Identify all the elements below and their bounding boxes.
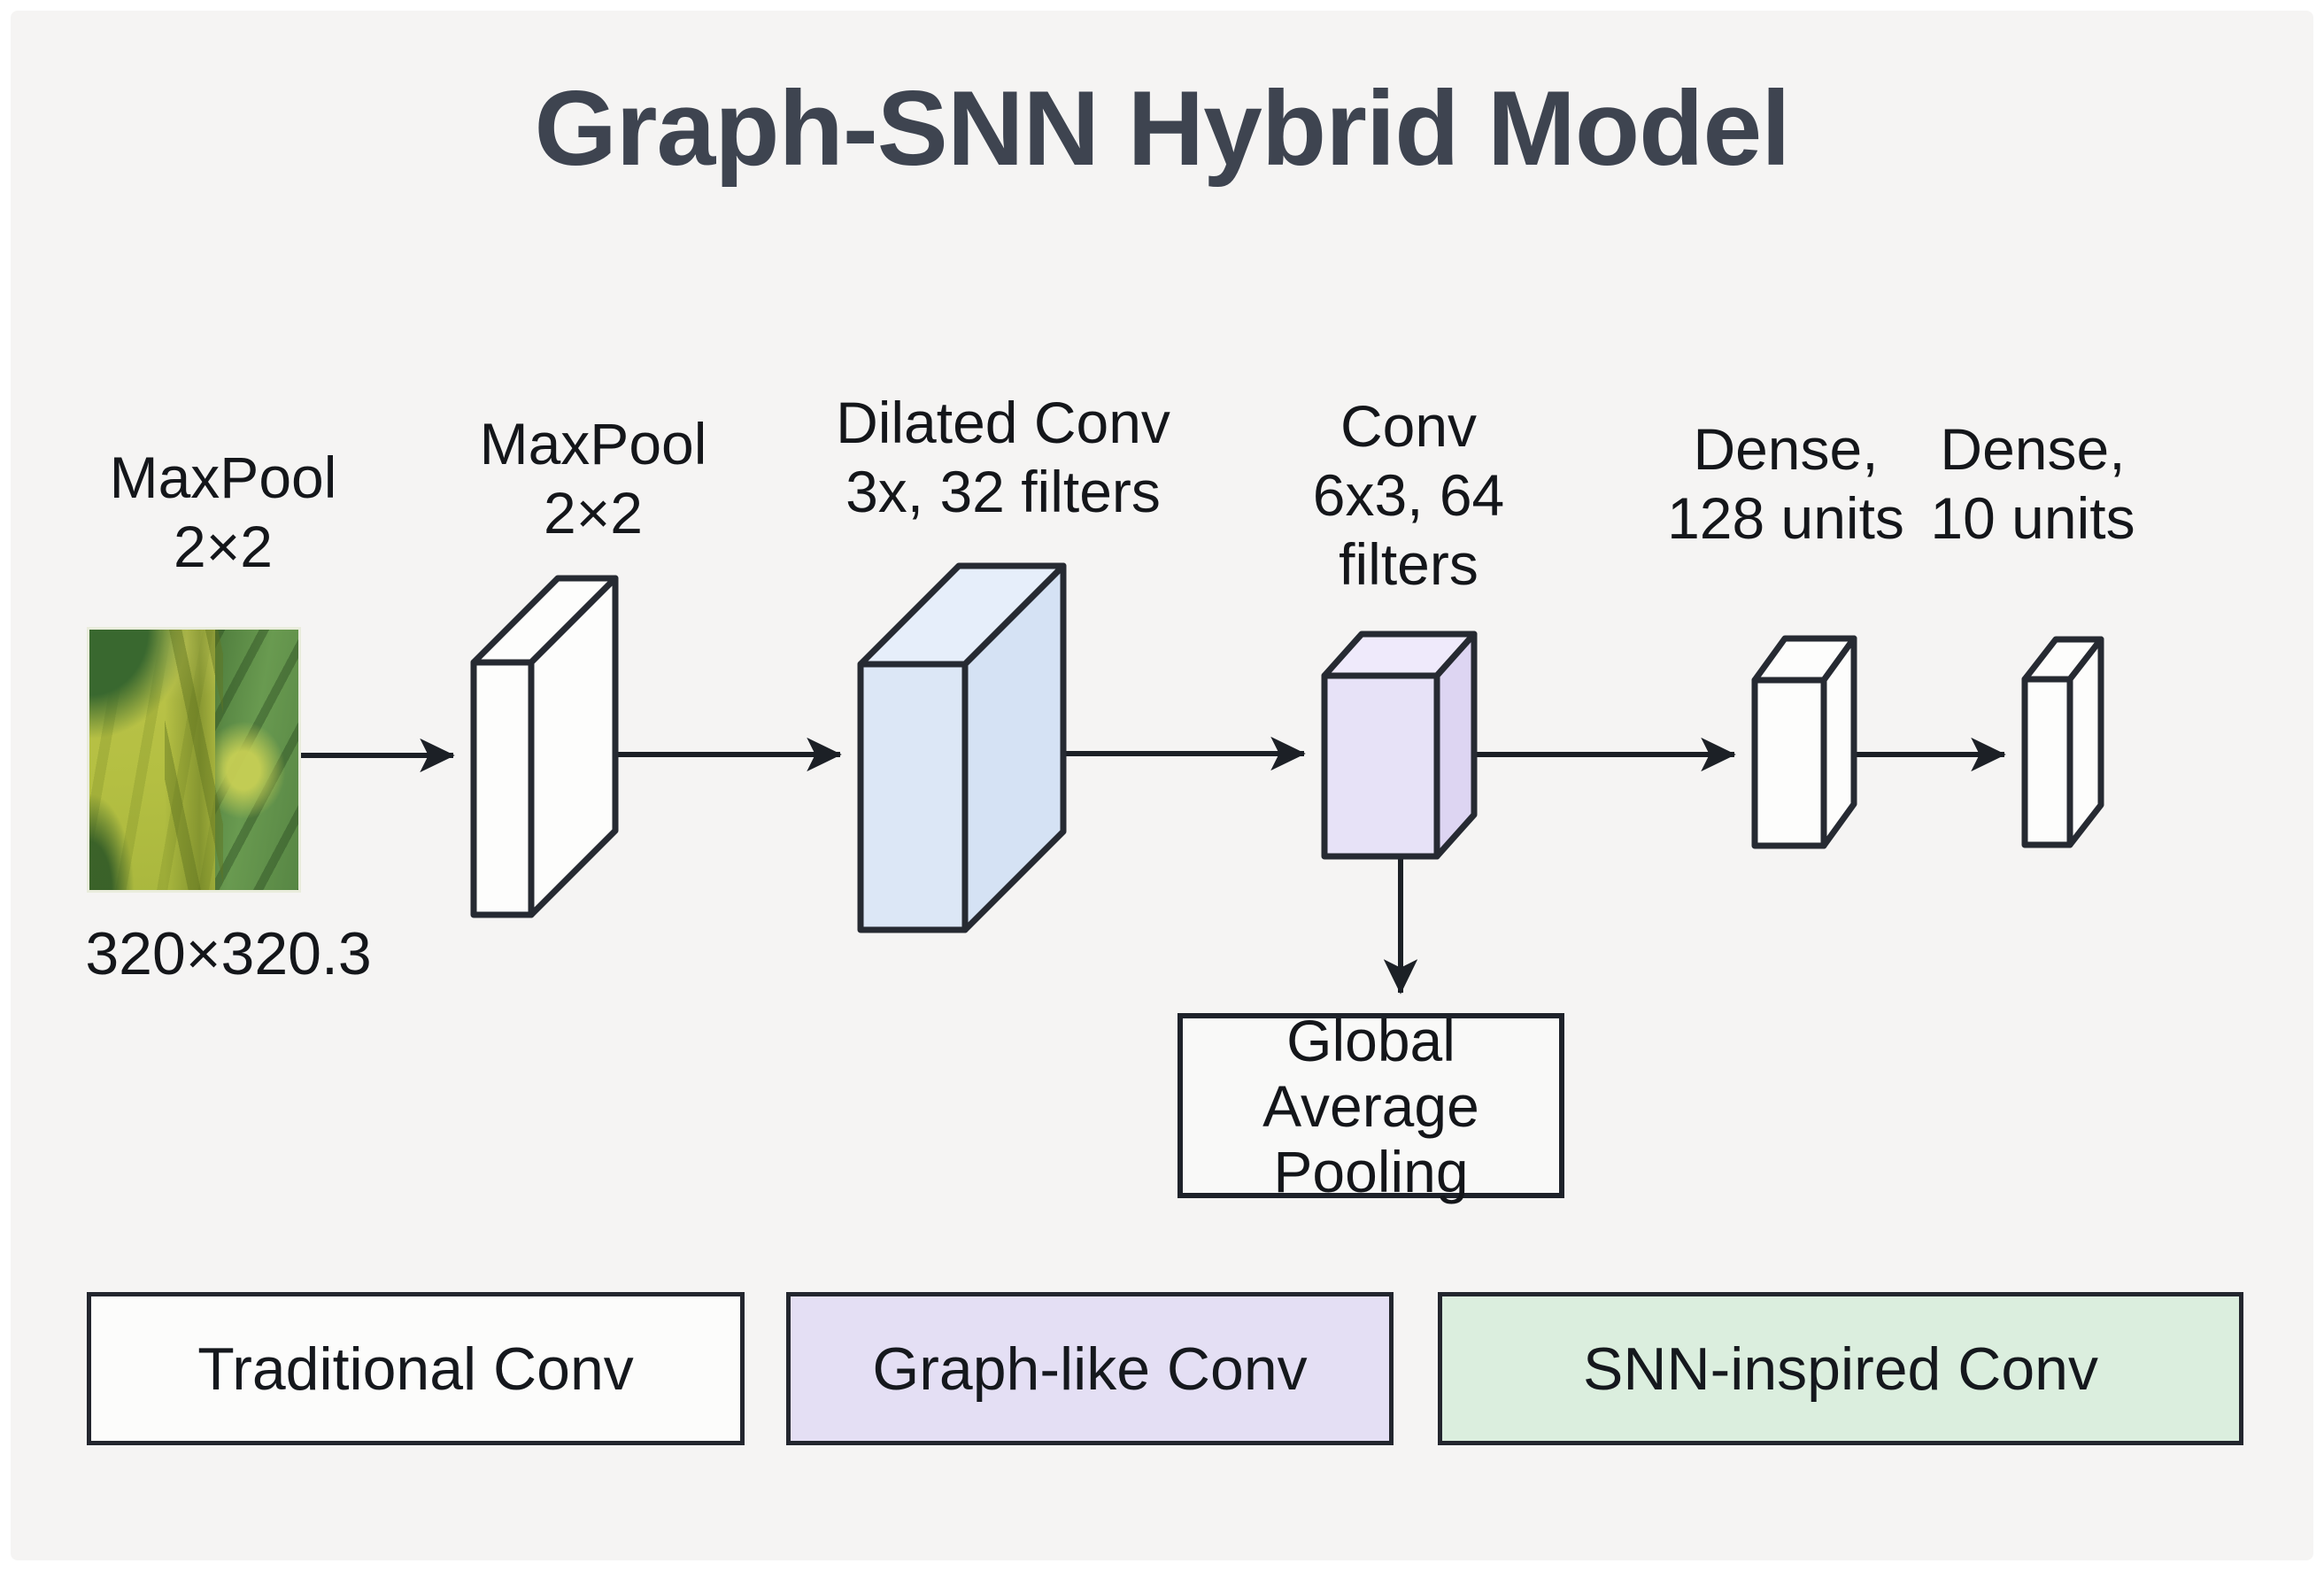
flow-arrows [301, 736, 2006, 994]
dilated-conv-box-front [857, 661, 969, 933]
global-average-pooling-box: Global Average Pooling [1177, 1008, 1564, 1204]
conv-box [1321, 631, 1478, 860]
label-dense-10: Dense, 10 units [1930, 416, 2135, 551]
dense-10-box-side [2066, 636, 2104, 848]
leaf-right-shading [214, 630, 298, 890]
page-title: Graph-SNN Hybrid Model [534, 69, 1790, 188]
legend-snn-inspired-conv: SNN-inspired Conv [1438, 1292, 2243, 1445]
input-leaf-image [87, 627, 301, 893]
dense-128-box-front [1751, 677, 1827, 849]
dense-128-box-side [1820, 635, 1857, 849]
label-input-size: 320×320.3 [85, 920, 372, 987]
conv-box-front [1321, 672, 1440, 860]
label-dilated-conv: Dilated Conv 3x, 32 filters [836, 390, 1170, 524]
legend-graph-like-conv: Graph-like Conv [786, 1292, 1394, 1445]
dense-128-box [1751, 635, 1857, 849]
label-maxpool: MaxPool 2×2 [479, 411, 707, 546]
label-input-maxpool: MaxPool 2×2 [109, 445, 337, 579]
label-conv: Conv 6x3, 64 filters [1312, 393, 1505, 597]
dense-10-box-front [2021, 676, 2073, 848]
maxpool-box [470, 575, 619, 918]
conv-box-side [1433, 631, 1478, 860]
maxpool-box-front [470, 659, 535, 918]
label-dense-128: Dense, 128 units [1667, 416, 1904, 551]
dense-10-box [2021, 636, 2104, 848]
legend-traditional-conv: Traditional Conv [87, 1292, 745, 1445]
dilated-conv-box [857, 562, 1067, 933]
leaf-corner-bottom-shading [89, 764, 161, 890]
leaf-crease-shading [164, 630, 224, 890]
